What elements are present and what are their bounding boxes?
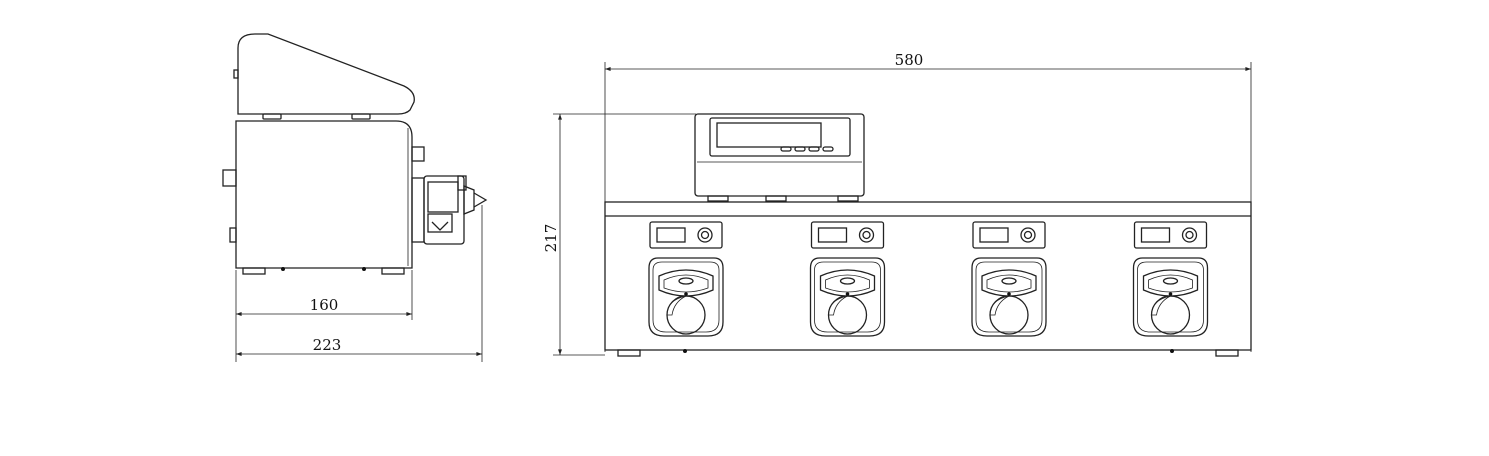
pump-cover-inner: [1148, 274, 1193, 293]
pump-head-inner-frame: [975, 261, 1043, 333]
front-cabinet: [604, 201, 1252, 351]
pump-rotor-shadow: [828, 295, 848, 316]
pump-control-panel: [810, 221, 885, 249]
pump-knob-icon: [697, 227, 713, 243]
front-display-screen: [716, 122, 822, 148]
front-foot-dot-1: [683, 349, 687, 353]
front-display-unit: [694, 113, 865, 202]
side-top-foot-left: [262, 113, 282, 120]
pump-cover: [1142, 269, 1199, 297]
pump-knob-icon: [858, 227, 875, 243]
dim-160-label: 160: [310, 296, 339, 314]
pump-mini-display: [656, 227, 686, 243]
side-view: 160 223: [222, 33, 488, 362]
pump-knob-inner: [700, 230, 710, 240]
side-top-housing: [237, 33, 415, 115]
pump-rotor-shadow: [666, 295, 687, 316]
side-right-connector: [411, 146, 425, 162]
pump-cover-latch: [1001, 277, 1017, 285]
pump-mini-display: [1140, 227, 1171, 243]
pump-channel: [648, 221, 724, 337]
dim-223-label: 223: [313, 336, 342, 354]
pump-mini-display: [817, 227, 848, 243]
pump-channel: [971, 221, 1047, 337]
pump-cover-dot: [1007, 292, 1011, 296]
pump-cover-latch: [678, 277, 694, 285]
side-pump-head: [411, 175, 488, 245]
side-top-knob: [233, 69, 239, 79]
pump-cover-inner: [663, 274, 709, 293]
pump-mini-display: [979, 227, 1009, 243]
side-foot-dot-right: [362, 267, 366, 271]
pump-channel: [1132, 221, 1209, 337]
pump-cover-dot: [684, 292, 688, 296]
pump-cover-dot: [845, 292, 850, 296]
pump-knob-icon: [1181, 227, 1198, 243]
pump-control-panel: [1133, 221, 1208, 249]
side-foot-dot-left: [281, 267, 285, 271]
pump-channel: [809, 221, 886, 337]
pump-knob-inner: [1023, 230, 1033, 240]
pump-knob-inner: [1185, 230, 1194, 240]
pump-cover-dot: [1168, 292, 1173, 296]
pump-head-inner-frame: [652, 261, 720, 333]
pump-cover-inner: [825, 274, 870, 293]
pump-cover: [981, 269, 1037, 297]
pump-knob-inner: [862, 230, 871, 240]
pump-cover-inner: [986, 274, 1032, 293]
dim-217-label: 217: [542, 224, 560, 253]
front-foot-1: [617, 349, 641, 357]
front-foot-2: [1215, 349, 1239, 357]
front-view: 580 217: [542, 51, 1252, 357]
front-foot-dot-2: [1170, 349, 1174, 353]
pump-head-inner-frame: [1137, 261, 1204, 333]
pump-knob-icon: [1020, 227, 1036, 243]
side-main-body: [235, 120, 413, 269]
pump-control-panel: [649, 221, 723, 249]
dim-580-label: 580: [895, 51, 924, 69]
pump-rotor-shadow: [1151, 295, 1171, 316]
pump-cover: [819, 269, 876, 297]
pump-rotor-shadow: [989, 295, 1010, 316]
pump-control-panel: [972, 221, 1046, 249]
side-foot-right: [381, 267, 405, 275]
side-left-switch: [229, 227, 237, 243]
side-left-connector: [222, 169, 237, 187]
side-top-foot-right: [351, 113, 371, 120]
pump-cover-latch: [1162, 277, 1179, 285]
pump-cover: [658, 269, 714, 297]
pump-channel-group: [648, 221, 1209, 337]
side-foot-left: [242, 267, 266, 275]
pump-cover-latch: [839, 277, 856, 285]
pump-head-inner-frame: [814, 261, 881, 333]
